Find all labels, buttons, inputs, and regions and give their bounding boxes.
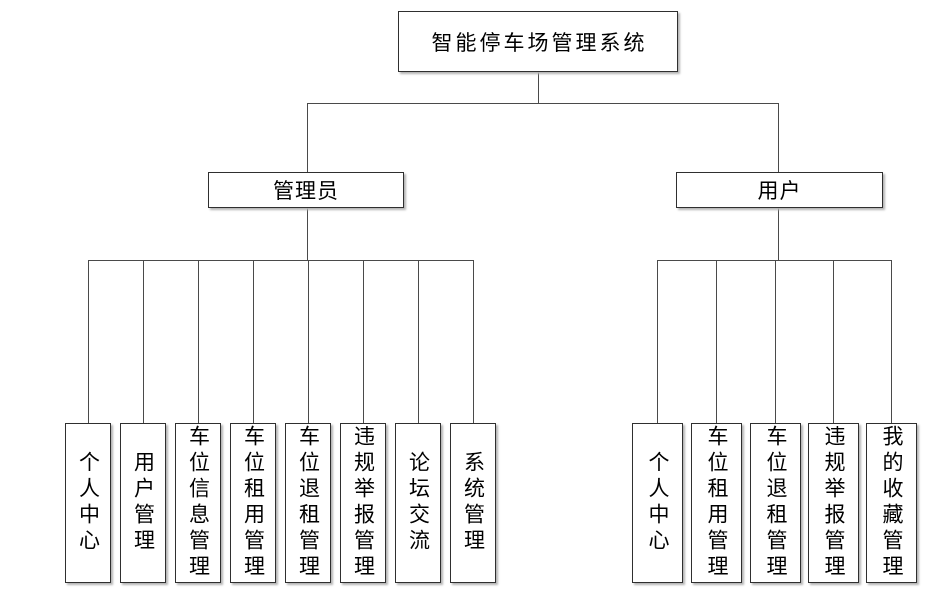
connector-line-user-bus xyxy=(657,260,892,261)
leaf-label: 个人中心 xyxy=(76,451,101,555)
connector-line-user-leaf-2 xyxy=(716,260,717,423)
connector-line-admin-stem xyxy=(307,208,308,260)
leaf-label: 违规举报管理 xyxy=(351,425,376,581)
connector-line-root-stem xyxy=(538,72,539,103)
connector-line-admin-leaf-2 xyxy=(143,260,144,423)
connector-line-user-leaf-5 xyxy=(891,260,892,423)
leaf-node-user-parking-space-rental-management: 车位租用管理 xyxy=(691,423,742,583)
connector-line-user-leaf-3 xyxy=(775,260,776,423)
leaf-node-admin-system-management: 系统管理 xyxy=(450,423,496,583)
leaf-node-user-rent-termination-management: 车位退租管理 xyxy=(750,423,801,583)
leaf-label: 论坛交流 xyxy=(406,451,431,555)
connector-line-admin-leaf-3 xyxy=(198,260,199,423)
leaf-node-admin-personal-center: 个人中心 xyxy=(65,423,111,583)
connector-line-admin-leaf-4 xyxy=(253,260,254,423)
connector-line-admin-leaf-5 xyxy=(308,260,309,423)
leaf-node-user-my-favorites-management: 我的收藏管理 xyxy=(866,423,917,583)
leaf-label: 个人中心 xyxy=(646,451,670,555)
leaf-node-admin-forum-exchange: 论坛交流 xyxy=(395,423,441,583)
connector-line-user-leaf-1 xyxy=(657,260,658,423)
leaf-label: 系统管理 xyxy=(461,451,486,555)
leaf-label: 车位退租管理 xyxy=(764,425,788,581)
root-node-label: 智能停车场管理系统 xyxy=(431,30,648,55)
leaf-node-admin-parking-space-info-management: 车位信息管理 xyxy=(175,423,221,583)
leaf-node-admin-user-management: 用户管理 xyxy=(120,423,166,583)
branch-node-user-label: 用户 xyxy=(757,179,802,203)
connector-line-user-top xyxy=(778,103,779,172)
leaf-node-user-violation-report-management: 违规举报管理 xyxy=(808,423,859,583)
leaf-label: 车位退租管理 xyxy=(296,425,321,581)
connector-line-admin-leaf-7 xyxy=(418,260,419,423)
leaf-node-admin-violation-report-management: 违规举报管理 xyxy=(340,423,386,583)
connector-line-admin-leaf-8 xyxy=(473,260,474,423)
leaf-label: 用户管理 xyxy=(131,451,156,555)
connector-line-user-stem xyxy=(778,208,779,260)
connector-line-admin-bus xyxy=(88,260,474,261)
connector-line-admin-top xyxy=(307,103,308,172)
leaf-label: 违规举报管理 xyxy=(822,425,846,581)
leaf-node-admin-rent-termination-management: 车位退租管理 xyxy=(285,423,331,583)
connector-line-admin-leaf-6 xyxy=(363,260,364,423)
leaf-node-user-personal-center: 个人中心 xyxy=(632,423,683,583)
branch-node-user: 用户 xyxy=(676,172,883,208)
leaf-label: 车位租用管理 xyxy=(241,425,266,581)
branch-node-admin: 管理员 xyxy=(208,172,404,208)
root-node-system: 智能停车场管理系统 xyxy=(398,11,678,72)
leaf-node-admin-parking-space-rental-management: 车位租用管理 xyxy=(230,423,276,583)
leaf-label: 我的收藏管理 xyxy=(880,425,904,581)
connector-line-tier1-bus xyxy=(307,103,779,104)
leaf-label: 车位信息管理 xyxy=(186,425,211,581)
connector-line-admin-leaf-1 xyxy=(88,260,89,423)
connector-line-user-leaf-4 xyxy=(833,260,834,423)
leaf-label: 车位租用管理 xyxy=(705,425,729,581)
branch-node-admin-label: 管理员 xyxy=(273,179,339,203)
